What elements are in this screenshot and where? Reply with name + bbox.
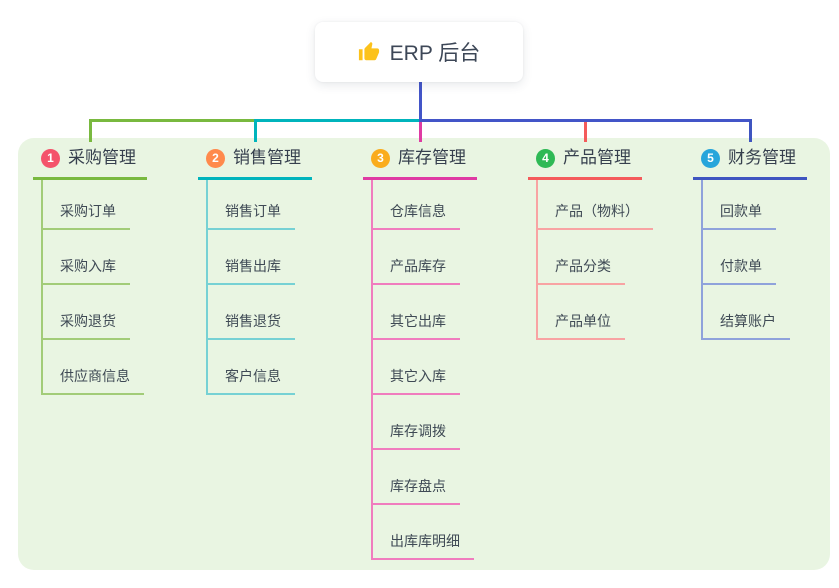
- child-node[interactable]: 回款单: [703, 180, 776, 230]
- branch-label: 财务管理: [728, 148, 796, 167]
- child-label: 采购退货: [60, 313, 116, 329]
- thumbs-up-icon: [358, 41, 380, 63]
- connector-root-stem: [419, 82, 422, 119]
- child-node[interactable]: 客户信息: [208, 340, 295, 395]
- branch-number-badge: 5: [701, 148, 720, 168]
- child-node[interactable]: 采购入库: [43, 230, 130, 285]
- child-node[interactable]: 其它出库: [373, 285, 460, 340]
- connector-branch-4-drop: [584, 122, 587, 142]
- child-label: 销售订单: [225, 203, 281, 219]
- branch-number-badge: 2: [206, 148, 225, 168]
- connector-h-segment-1: [89, 119, 257, 122]
- child-node[interactable]: 结算账户: [703, 285, 790, 340]
- child-node[interactable]: 产品单位: [538, 285, 625, 340]
- child-node[interactable]: 产品分类: [538, 230, 625, 285]
- branch-header[interactable]: 5 财务管理: [693, 146, 807, 180]
- child-node[interactable]: 库存盘点: [373, 450, 460, 505]
- connector-branch-2-drop: [254, 119, 257, 142]
- branch-header[interactable]: 4 产品管理: [528, 146, 642, 180]
- branch-label: 产品管理: [563, 148, 631, 167]
- branch-column-1: 1 采购管理 采购订单采购入库采购退货供应商信息: [33, 146, 147, 395]
- child-label: 库存调拨: [390, 423, 446, 439]
- child-node[interactable]: 采购订单: [43, 180, 130, 230]
- child-label: 采购入库: [60, 258, 116, 274]
- child-label: 供应商信息: [60, 368, 130, 384]
- root-node-label: ERP 后台: [389, 42, 481, 65]
- branch-header[interactable]: 1 采购管理: [33, 146, 147, 180]
- child-label: 产品（物料）: [555, 203, 639, 219]
- child-node[interactable]: 销售退货: [208, 285, 295, 340]
- child-label: 其它入库: [390, 368, 446, 384]
- connector-branch-5-drop: [749, 119, 752, 142]
- child-label: 产品单位: [555, 313, 611, 329]
- child-label: 销售退货: [225, 313, 281, 329]
- child-label: 客户信息: [225, 368, 281, 384]
- branch-column-2: 2 销售管理 销售订单销售出库销售退货客户信息: [198, 146, 312, 395]
- child-label: 其它出库: [390, 313, 446, 329]
- child-label: 销售出库: [225, 258, 281, 274]
- branch-children-group: 回款单付款单结算账户: [701, 180, 790, 340]
- child-label: 出库库明细: [390, 533, 460, 549]
- child-node[interactable]: 采购退货: [43, 285, 130, 340]
- child-label: 采购订单: [60, 203, 116, 219]
- child-node[interactable]: 付款单: [703, 230, 776, 285]
- branch-number-badge: 1: [41, 148, 60, 168]
- child-node[interactable]: 仓库信息: [373, 180, 460, 230]
- mindmap-panel: [18, 138, 830, 570]
- branch-children-group: 采购订单采购入库采购退货供应商信息: [41, 180, 144, 395]
- child-label: 库存盘点: [390, 478, 446, 494]
- child-label: 产品分类: [555, 258, 611, 274]
- connector-h-segment-3: [419, 119, 752, 122]
- branch-column-4: 4 产品管理 产品（物料） 产品分类产品单位: [528, 146, 653, 340]
- connector-branch-3-drop: [419, 122, 422, 142]
- child-label: 仓库信息: [390, 203, 446, 219]
- connector-h-segment-2: [254, 119, 422, 122]
- branch-column-3: 3 库存管理 仓库信息产品库存其它出库其它入库库存调拨库存盘点出库库明细: [363, 146, 477, 560]
- child-node[interactable]: 产品库存: [373, 230, 460, 285]
- branch-header[interactable]: 3 库存管理: [363, 146, 477, 180]
- branch-label: 销售管理: [233, 148, 301, 167]
- branch-children-group: 仓库信息产品库存其它出库其它入库库存调拨库存盘点出库库明细: [371, 180, 474, 560]
- child-node[interactable]: 产品（物料）: [538, 180, 653, 230]
- branch-number-badge: 3: [371, 148, 390, 168]
- child-label: 回款单: [720, 203, 762, 219]
- child-node[interactable]: 供应商信息: [43, 340, 144, 395]
- child-node[interactable]: 出库库明细: [373, 505, 474, 560]
- branch-header[interactable]: 2 销售管理: [198, 146, 312, 180]
- child-node[interactable]: 其它入库: [373, 340, 460, 395]
- root-node-erp[interactable]: ERP 后台: [315, 22, 523, 82]
- child-node[interactable]: 销售订单: [208, 180, 295, 230]
- branch-children-group: 产品（物料） 产品分类产品单位: [536, 180, 653, 340]
- child-label: 产品库存: [390, 258, 446, 274]
- child-node[interactable]: 库存调拨: [373, 395, 460, 450]
- branch-label: 库存管理: [398, 148, 466, 167]
- branch-children-group: 销售订单销售出库销售退货客户信息: [206, 180, 295, 395]
- branch-number-badge: 4: [536, 148, 555, 168]
- branch-label: 采购管理: [68, 148, 136, 167]
- branch-column-5: 5 财务管理 回款单付款单结算账户: [693, 146, 807, 340]
- child-label: 结算账户: [720, 313, 776, 329]
- child-label: 付款单: [720, 258, 762, 274]
- connector-branch-1-drop: [89, 119, 92, 142]
- child-node[interactable]: 销售出库: [208, 230, 295, 285]
